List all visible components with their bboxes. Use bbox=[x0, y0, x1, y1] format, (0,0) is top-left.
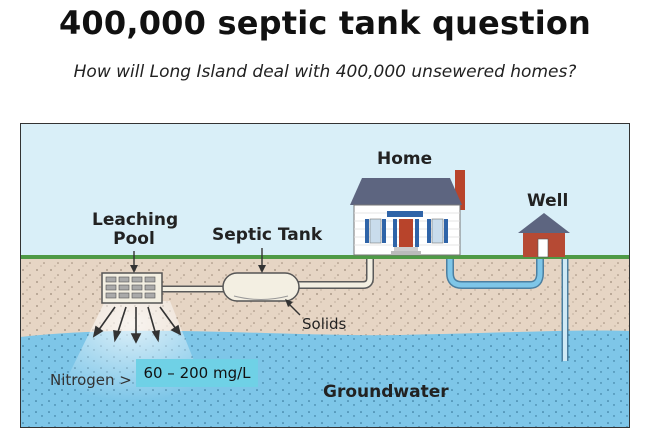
label-leaching-pool: Leaching Pool bbox=[92, 210, 179, 249]
label-home: Home bbox=[377, 149, 433, 169]
label-solids: Solids bbox=[302, 315, 347, 333]
label-nitrogen: Nitrogen > bbox=[50, 371, 132, 389]
septic-tank bbox=[222, 272, 300, 302]
label-groundwater: Groundwater bbox=[323, 382, 449, 402]
label-septic-tank: Septic Tank bbox=[212, 225, 323, 245]
leach-arrows bbox=[92, 306, 182, 344]
diagram-frame bbox=[20, 123, 630, 428]
label-well: Well bbox=[527, 191, 569, 211]
grass-line bbox=[20, 255, 630, 259]
nitrogen-concentration: 60 – 200 mg/L bbox=[136, 359, 258, 387]
page-title: 400,000 septic tank question bbox=[58, 4, 592, 42]
house bbox=[350, 170, 465, 256]
page-subtitle: How will Long Island deal with 400,000 u… bbox=[73, 62, 577, 82]
label-leaching-line2: Pool bbox=[113, 229, 155, 249]
well-house bbox=[518, 213, 570, 258]
label-leaching-line1: Leaching bbox=[92, 210, 179, 230]
diagram-art bbox=[20, 123, 630, 428]
septic-diagram: Home Well Septic Tank Leaching Pool Soli… bbox=[20, 123, 630, 428]
